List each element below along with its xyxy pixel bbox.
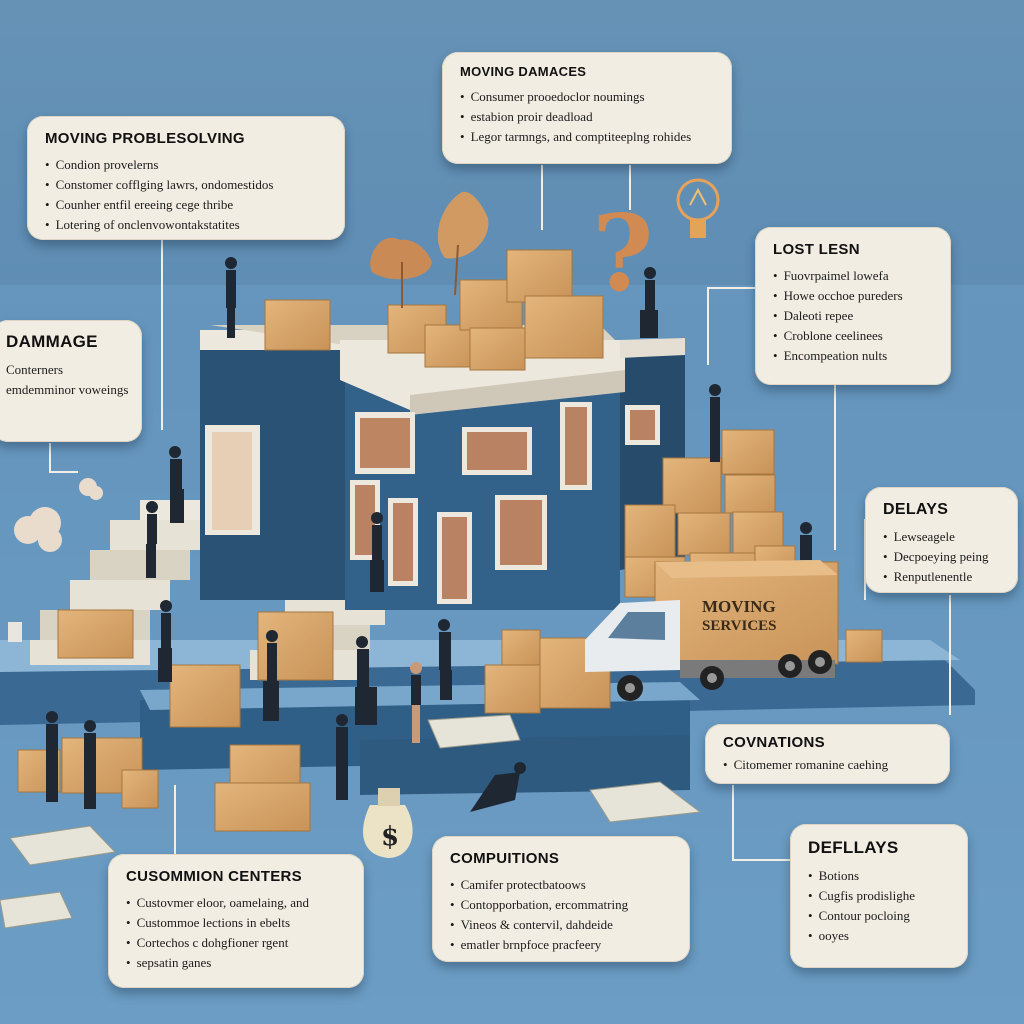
- truck-label-line2: SERVICES: [702, 618, 777, 634]
- card-item: Renputlenentle: [883, 567, 1000, 587]
- card-item: Cugfis prodislighe: [808, 886, 950, 906]
- card-title: CUSOMMION CENTERS: [126, 868, 302, 885]
- people-figures: [46, 257, 812, 812]
- card-title: DELAYS: [883, 501, 949, 518]
- card-item: sepsatin ganes: [126, 953, 346, 973]
- card-item: Legor tarmngs, and comptiteeplng rohides: [460, 127, 714, 147]
- boxes-right-stack: [624, 429, 796, 598]
- card-title: MOVING PROBLESOLVING: [45, 130, 245, 147]
- boxes-rooftop: [264, 249, 604, 371]
- card-moving-damages: MOVING DAMACES Consumer prooedoclor noum…: [442, 52, 732, 164]
- card-title: COVNATIONS: [723, 734, 825, 751]
- card-item: Contour pocloing: [808, 906, 950, 926]
- card-item: Condion provelerns: [45, 155, 327, 175]
- card-item: Consumer prooedoclor noumings: [460, 87, 714, 107]
- card-item: Lewseagele: [883, 527, 1000, 547]
- card-item: Daleoti repee: [773, 306, 933, 326]
- money-bag-icon: $: [363, 788, 413, 858]
- card-title: LOST LESN: [773, 241, 860, 258]
- card-item: Counher entfil ereeing cege thribe: [45, 195, 327, 215]
- card-item: Decpoeying peing: [883, 547, 1000, 567]
- card-item: Encompeation nults: [773, 346, 933, 366]
- cloud-icons: [14, 478, 103, 552]
- moving-truck: MOVING SERVICES: [585, 560, 839, 701]
- card-item: Custommoe lections in ebelts: [126, 913, 346, 933]
- card-deflays: DEFLLAYS Botions Cugfis prodislighe Cont…: [790, 824, 968, 968]
- truck-label-line1: MOVING: [702, 597, 776, 616]
- card-item: Botions: [808, 866, 950, 886]
- card-item: Camifer protectbatoows: [450, 875, 672, 895]
- card-item: emdemminor voweings: [6, 382, 129, 397]
- question-mark: ?: [592, 191, 654, 315]
- card-delays: DELAYS Lewseagele Decpoeying peing Renpu…: [865, 487, 1018, 593]
- card-item: Constomer cofflging lawrs, ondomestidos: [45, 175, 327, 195]
- card-compuitions: COMPUITIONS Camifer protectbatoows Conto…: [432, 836, 690, 962]
- connector-lines: [49, 165, 951, 861]
- trash-bin: [8, 622, 22, 642]
- card-title: MOVING DAMACES: [460, 64, 587, 79]
- card-item: Custovmer eloor, oamelaing, and: [126, 893, 346, 913]
- card-item: ematler brnpfoce pracfeery: [450, 935, 672, 955]
- card-item: Contopporbation, ercommatring: [450, 895, 672, 915]
- lightbulb-icon: [676, 178, 720, 238]
- card-customer-centers: CUSOMMION CENTERS Custovmer eloor, oamel…: [108, 854, 364, 988]
- card-item: Lotering of onclenvowontakstatites: [45, 215, 327, 235]
- card-title: DEFLLAYS: [808, 838, 899, 857]
- cash-bills: [0, 714, 702, 929]
- card-item: Croblone ceelinees: [773, 326, 933, 346]
- card-damage: DAMMAGE Conterners emdemminor voweings: [0, 320, 142, 442]
- card-item: Cortechos c dohgfioner rgent: [126, 933, 346, 953]
- card-item: Vineos & contervil, dahdeide: [450, 915, 672, 935]
- card-item: ooyes: [808, 926, 950, 946]
- card-title: COMPUITIONS: [450, 850, 560, 867]
- card-item: estabion proir deadload: [460, 107, 714, 127]
- card-item: Howe occhoe pureders: [773, 286, 933, 306]
- card-moving-problesolving: MOVING PROBLESOLVING Condion provelerns …: [27, 116, 345, 240]
- money-bag-symbol: $: [381, 822, 399, 852]
- card-item: Fuovrpaimel lowefa: [773, 266, 933, 286]
- house: [200, 325, 685, 610]
- leaf-decorations: [370, 191, 489, 308]
- card-title: DAMMAGE: [6, 332, 98, 351]
- card-item: Conterners: [6, 362, 64, 377]
- card-lost: LOST LESN Fuovrpaimel lowefa Howe occhoe…: [755, 227, 951, 385]
- card-item: Citomemer romanine caehing: [723, 755, 932, 775]
- card-covnations: COVNATIONS Citomemer romanine caehing: [705, 724, 950, 784]
